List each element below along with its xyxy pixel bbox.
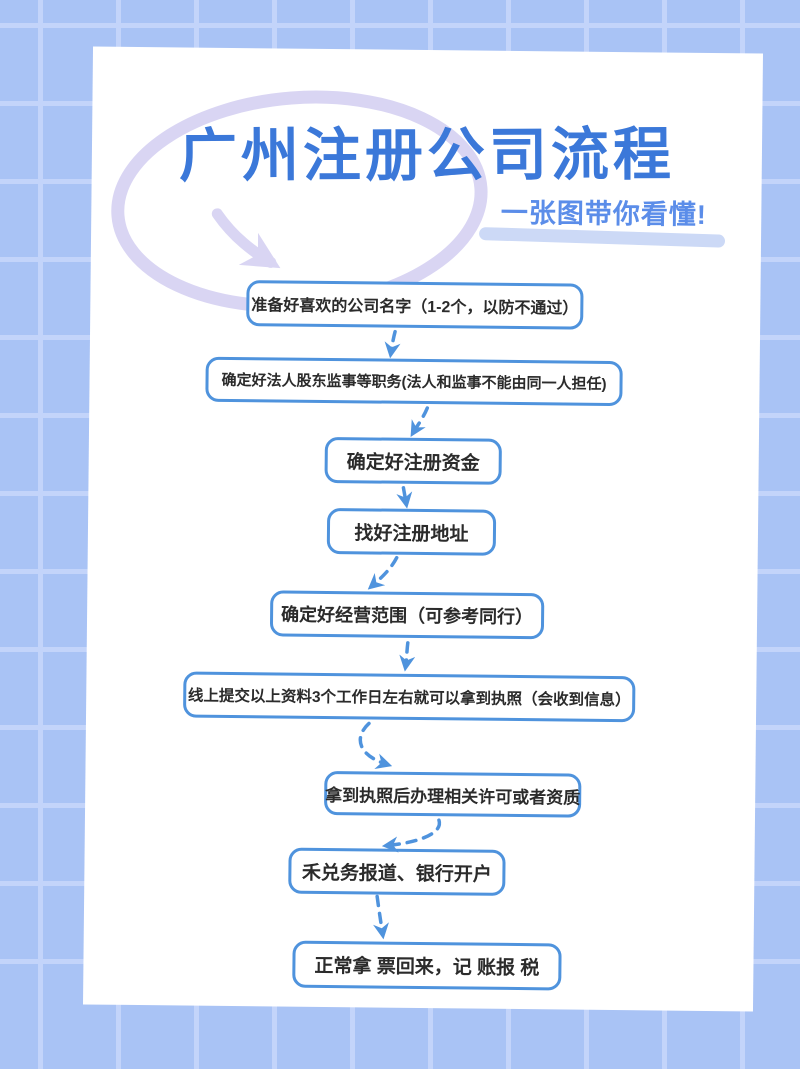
flow-step-box-1: 准备好喜欢的公司名字（1-2个，以防不通过） bbox=[246, 280, 584, 330]
dashed-arrow-6 bbox=[358, 721, 393, 769]
flow-step-box-8: 禾兑务报道、银行开户 bbox=[288, 847, 506, 896]
flow-step-box-6: 线上提交以上资料3个工作日左右就可以拿到执照（会收到信息） bbox=[183, 671, 636, 723]
flow-step-box-2: 确定好法人股东监事等职务(法人和监事不能由同一人担任) bbox=[205, 356, 623, 407]
flow-step-label: 禾兑务报道、银行开户 bbox=[301, 862, 492, 886]
flow-step-box-9: 正常拿 票回来，记 账报 税 bbox=[292, 940, 562, 991]
flow-step-label: 准备好喜欢的公司名字（1-2个，以防不通过） bbox=[251, 297, 579, 318]
dashed-arrow-1 bbox=[384, 329, 401, 359]
page-title: 广州注册公司流程 bbox=[178, 122, 676, 189]
flow-step-label: 找好注册地址 bbox=[354, 522, 469, 545]
infographic-paper: 广州注册公司流程 一张图带你看懂! 准备好喜欢的公司名字（1-2个，以防不通过）… bbox=[83, 46, 763, 1012]
flow-step-box-3: 确定好注册资金 bbox=[324, 436, 502, 485]
flow-step-box-7: 拿到执照后办理相关许可或者资质 bbox=[323, 770, 582, 818]
dashed-arrow-3 bbox=[396, 486, 413, 509]
dashed-arrow-7 bbox=[381, 818, 442, 853]
flow-step-label: 线上提交以上资料3个工作日左右就可以拿到执照（会收到信息） bbox=[187, 687, 631, 710]
flow-step-label: 拿到执照后办理相关许可或者资质 bbox=[325, 785, 581, 808]
dashed-arrow-2 bbox=[410, 406, 430, 438]
dashed-arrow-5 bbox=[399, 641, 416, 672]
flow-step-label: 确定好法人股东监事等职务(法人和监事不能由同一人担任) bbox=[221, 371, 607, 393]
flow-step-label: 确定好注册资金 bbox=[346, 451, 480, 475]
page-subtitle: 一张图带你看懂! bbox=[500, 197, 707, 230]
dashed-arrow-8 bbox=[373, 894, 389, 940]
flow-step-label: 确定好经营范围（可参考同行） bbox=[280, 604, 534, 628]
flow-step-box-5: 确定好经营范围（可参考同行） bbox=[269, 590, 545, 640]
dashed-arrow-4 bbox=[367, 555, 399, 590]
flow-step-box-4: 找好注册地址 bbox=[326, 507, 497, 556]
flow-step-label: 正常拿 票回来，记 账报 税 bbox=[314, 955, 540, 980]
